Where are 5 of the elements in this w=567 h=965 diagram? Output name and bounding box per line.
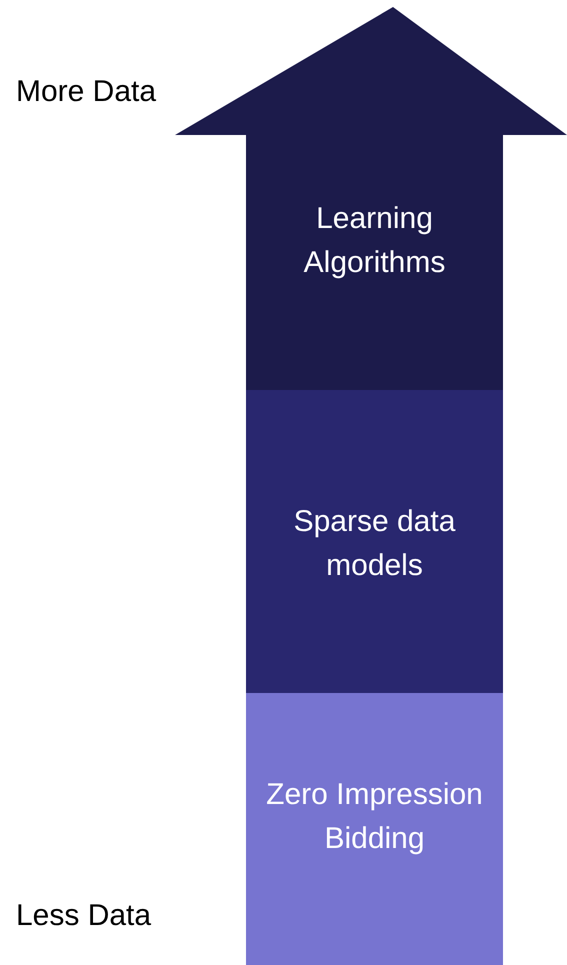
band-label: Sparse data models: [292, 504, 456, 584]
axis-label: More Data: [16, 74, 156, 110]
band-label: Learning Algorithms: [302, 201, 446, 281]
band-label: Zero Impression Bidding: [265, 777, 484, 857]
axis-label: Less Data: [16, 898, 152, 934]
